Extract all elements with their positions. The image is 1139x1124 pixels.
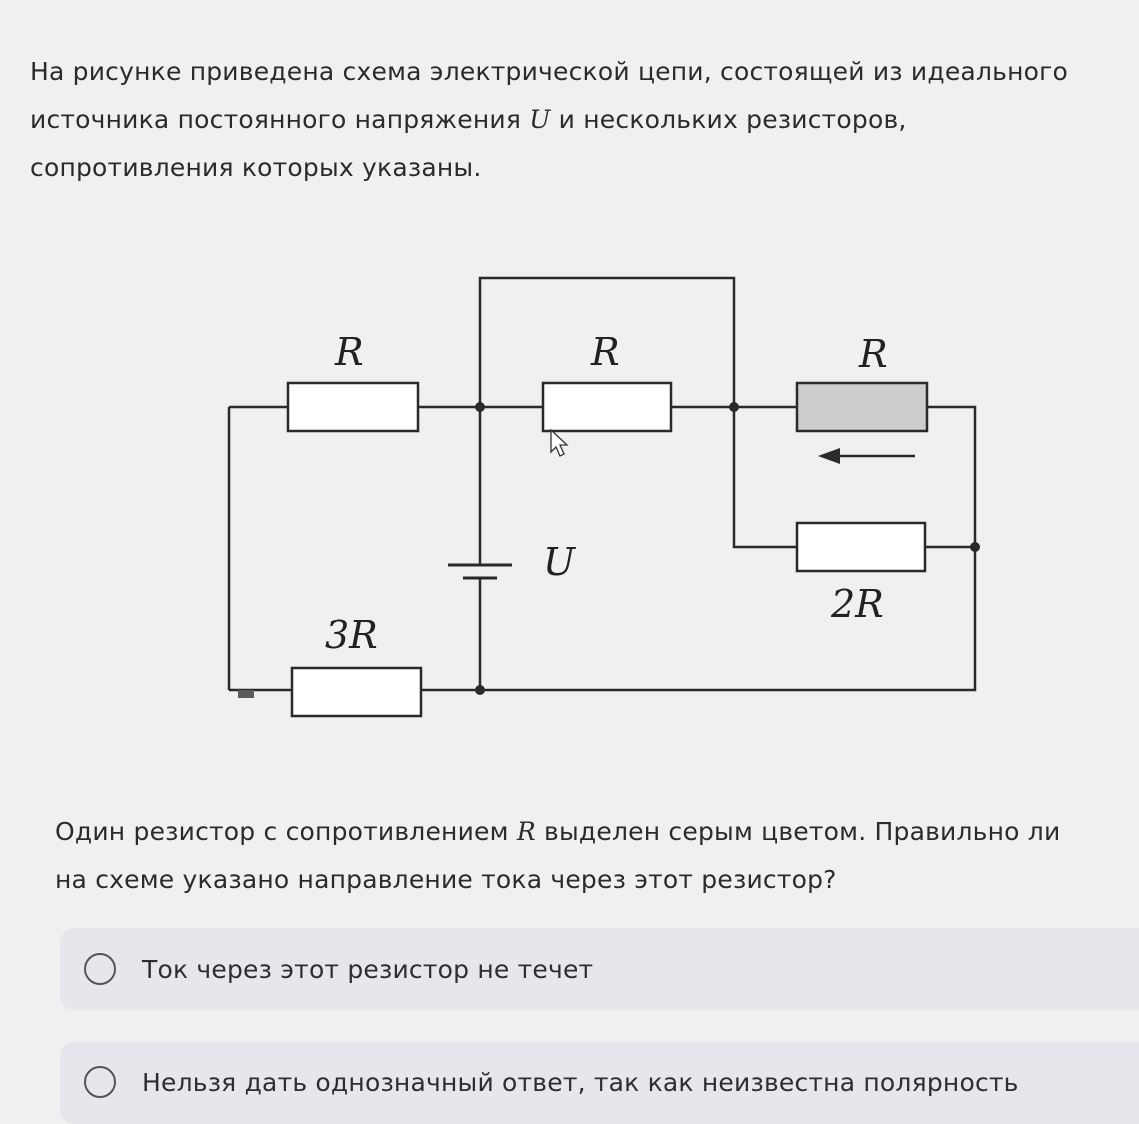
intro-line-2: источника постоянного напряжения U и нес…	[30, 96, 1130, 144]
circuit-wires	[227, 276, 977, 692]
current-direction-arrow	[818, 448, 915, 464]
answer-option-2[interactable]: Нельзя дать однозначный ответ, так как н…	[60, 1042, 1139, 1124]
mouse-cursor-icon	[550, 428, 569, 457]
resistor-3r	[290, 666, 423, 718]
resistor-highlighted-gray	[795, 381, 929, 433]
question-line-1-start: Один резистор с сопротивлением	[55, 817, 517, 846]
intro-line-2-end: и нескольких резисторов,	[550, 105, 907, 134]
resistor-top-left	[286, 381, 420, 433]
voltage-symbol: U	[529, 105, 551, 134]
label-r-top-left: R	[334, 330, 364, 374]
radio-button-icon[interactable]	[84, 953, 116, 985]
intro-line-3: сопротивления которых указаны.	[30, 153, 482, 182]
junction-dots	[475, 402, 980, 695]
label-r-highlighted: R	[858, 332, 888, 376]
question-line-1: Один резистор с сопротивлением R выделен…	[55, 808, 1125, 856]
bookmark-mark-icon	[238, 690, 254, 698]
question-line-2: на схеме указано направление тока через …	[55, 865, 837, 894]
question-text: Один резистор с сопротивлением R выделен…	[55, 808, 1125, 904]
radio-button-icon[interactable]	[84, 1066, 116, 1098]
label-u: U	[543, 540, 577, 584]
problem-statement: На рисунке приведена схема электрической…	[30, 48, 1130, 192]
intro-line-1: На рисунке приведена схема электрической…	[30, 57, 1068, 86]
intro-line-2-start: источника постоянного напряжения	[30, 105, 530, 134]
resistor-2r	[795, 521, 927, 573]
label-2r: 2R	[830, 582, 884, 626]
answer-option-label: Нельзя дать однозначный ответ, так как н…	[142, 1068, 1019, 1097]
resistance-symbol: R	[516, 817, 536, 846]
label-3r: 3R	[325, 613, 378, 657]
answer-option-1[interactable]: Ток через этот резистор не течет	[60, 928, 1139, 1010]
resistor-top-middle	[541, 381, 673, 433]
answer-option-label: Ток через этот резистор не течет	[142, 954, 594, 984]
label-r-top-middle: R	[590, 330, 620, 374]
question-line-1-end: выделен серым цветом. Правильно ли	[535, 817, 1061, 846]
